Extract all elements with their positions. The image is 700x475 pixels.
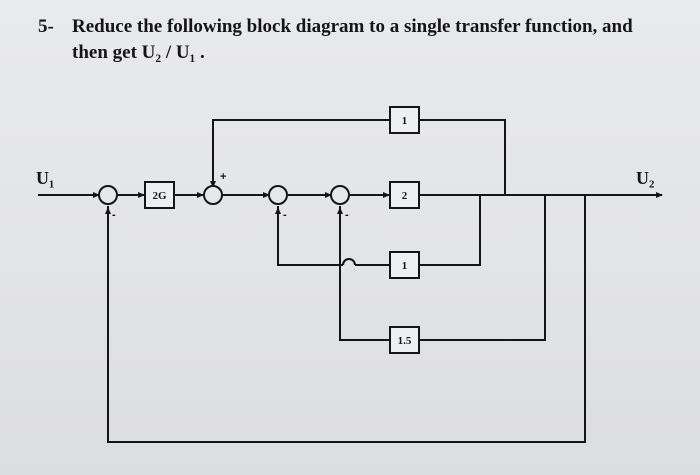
inner-loop-hop: [342, 258, 356, 266]
question-line-2: then get U₂ / U₁ .: [72, 42, 205, 63]
block-2g: [144, 181, 175, 209]
question-number: 5-: [38, 16, 54, 37]
output-label: U₂: [636, 168, 654, 188]
block-top-1-label: 1: [402, 115, 408, 127]
inner-loop-line: [419, 195, 481, 266]
sum1-minus-sign: -: [112, 209, 116, 221]
sum3-minus-sign: -: [283, 209, 287, 221]
input-label: U₁: [36, 168, 54, 188]
summing-junction-4: [330, 185, 350, 205]
block-1-5: [389, 326, 420, 354]
summing-junction-1: [98, 185, 118, 205]
outer-loop-return-line: [339, 206, 389, 341]
block-inner-1: [389, 251, 420, 279]
block-2g-label: 2G: [152, 190, 167, 202]
top-loop-return-line: [419, 119, 506, 195]
block-inner-1-label: 1: [402, 260, 408, 272]
sum4-minus-sign: -: [345, 209, 349, 221]
block-top-1: [389, 106, 420, 134]
sum2-plus-sign: +: [220, 171, 226, 183]
block-2-label: 2: [402, 190, 408, 202]
summing-junction-2: [203, 185, 223, 205]
top-loop-line: [212, 119, 389, 185]
block-2: [389, 181, 420, 209]
question-line-1: Reduce the following block diagram to a …: [72, 16, 633, 37]
unity-feedback-line: [107, 195, 586, 443]
block-1-5-label: 1.5: [398, 335, 412, 347]
outer-loop-line: [419, 195, 546, 341]
summing-junction-3: [268, 185, 288, 205]
inner-loop-to-sum3-line: [277, 206, 343, 266]
